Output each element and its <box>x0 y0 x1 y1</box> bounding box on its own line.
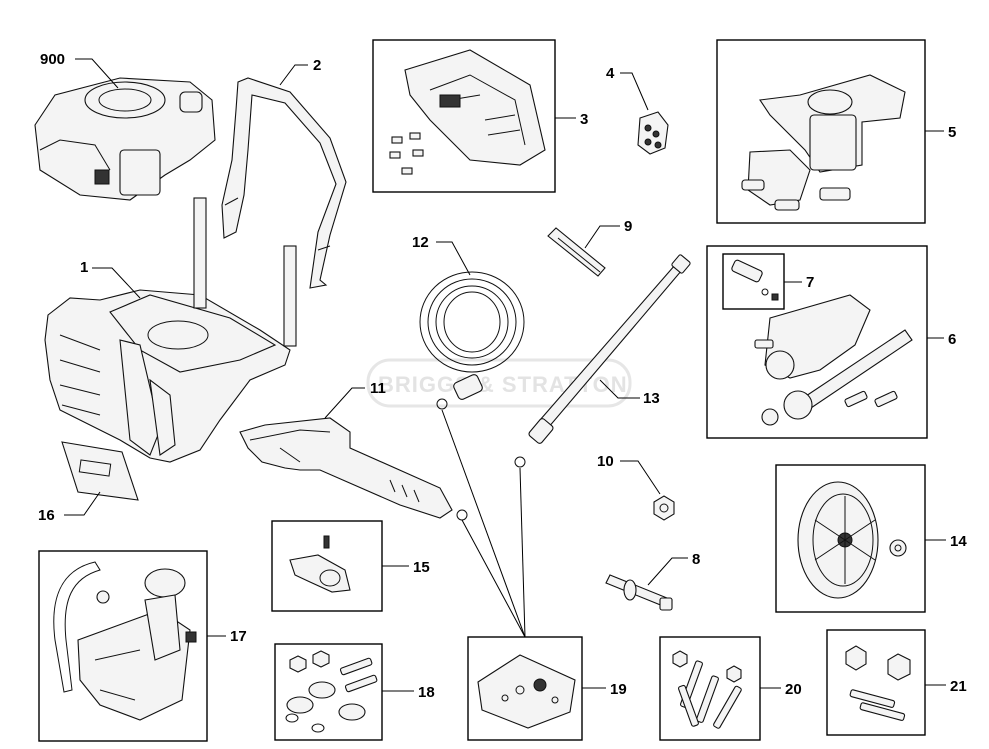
part-13-wand[interactable] <box>514 254 691 468</box>
part-21-knobs[interactable] <box>845 645 911 721</box>
part-17-tank[interactable] <box>53 561 197 721</box>
part-4-nozzle[interactable] <box>637 111 669 155</box>
part-6-manifold[interactable] <box>754 294 913 426</box>
box-3 <box>372 39 556 193</box>
label-900: 900 <box>40 51 65 68</box>
leader-1 <box>92 267 141 299</box>
part-10-nut[interactable] <box>653 495 675 521</box>
label-10: 10 <box>597 453 614 470</box>
label-21: 21 <box>950 678 967 695</box>
part-900-engine[interactable] <box>34 77 216 201</box>
label-18: 18 <box>418 684 435 701</box>
label-6: 6 <box>948 331 956 348</box>
part-19-kit[interactable] <box>477 654 576 729</box>
leader-2 <box>279 64 308 86</box>
leader-16 <box>64 491 101 516</box>
part-5-pump[interactable] <box>741 74 906 211</box>
box-7 <box>722 253 785 310</box>
part-14-wheel[interactable] <box>797 481 907 599</box>
label-9: 9 <box>624 218 632 235</box>
box-17 <box>38 550 208 742</box>
leader-10 <box>620 460 661 495</box>
part-15-cap[interactable] <box>289 535 351 593</box>
label-17: 17 <box>230 628 247 645</box>
part-3-bracket[interactable] <box>389 49 546 175</box>
label-11: 11 <box>370 380 386 397</box>
label-5: 5 <box>948 124 956 141</box>
leader-8 <box>647 557 688 586</box>
label-1: 1 <box>80 259 88 276</box>
label-19: 19 <box>610 681 627 698</box>
box-21 <box>826 629 926 736</box>
part-8-axle[interactable] <box>605 574 673 611</box>
label-15: 15 <box>413 559 430 576</box>
label-13: 13 <box>643 390 660 407</box>
leader-4 <box>620 72 649 111</box>
part-12-hose[interactable] <box>419 271 525 410</box>
leader-900 <box>75 58 119 89</box>
box-6 <box>706 245 928 439</box>
leader-12 <box>436 241 471 276</box>
part-1-frame[interactable] <box>44 197 297 463</box>
part-2-handle[interactable] <box>221 77 347 289</box>
label-2: 2 <box>313 57 321 74</box>
label-12: 12 <box>412 234 429 251</box>
leader-11 <box>324 387 365 419</box>
leaders-19-converge <box>441 409 526 638</box>
label-7: 7 <box>806 274 814 291</box>
label-16: 16 <box>38 507 55 524</box>
part-9-strap[interactable] <box>547 227 606 277</box>
label-3: 3 <box>580 111 588 128</box>
box-14 <box>775 464 926 613</box>
box-18 <box>274 643 383 741</box>
label-8: 8 <box>692 551 700 568</box>
label-20: 20 <box>785 681 802 698</box>
part-7-valve[interactable] <box>731 259 779 301</box>
label-14: 14 <box>950 533 967 550</box>
leader-13 <box>599 379 640 399</box>
leader-9 <box>584 225 620 249</box>
part-18-mounts[interactable] <box>285 650 378 733</box>
label-4: 4 <box>606 65 615 82</box>
part-11-gun[interactable] <box>239 417 468 521</box>
part-16-plate[interactable] <box>61 441 139 501</box>
part-20-bolts[interactable] <box>672 650 742 729</box>
